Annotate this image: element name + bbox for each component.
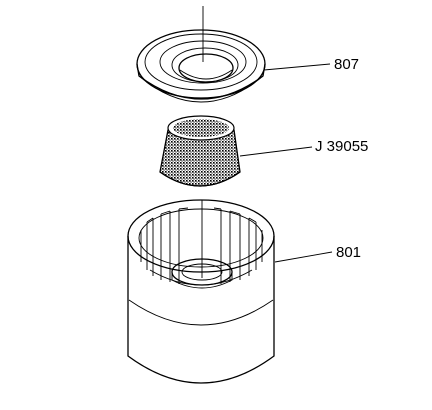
seal-ring-part bbox=[136, 29, 266, 103]
callout-801: 801 bbox=[336, 244, 361, 261]
callout-j39055: J 39055 bbox=[315, 138, 368, 155]
leader-lines bbox=[239, 63, 333, 263]
callout-807: 807 bbox=[334, 56, 359, 73]
center-axis-line bbox=[201, 6, 204, 278]
installer-tool-part bbox=[159, 115, 241, 187]
clutch-housing-part bbox=[127, 199, 275, 384]
